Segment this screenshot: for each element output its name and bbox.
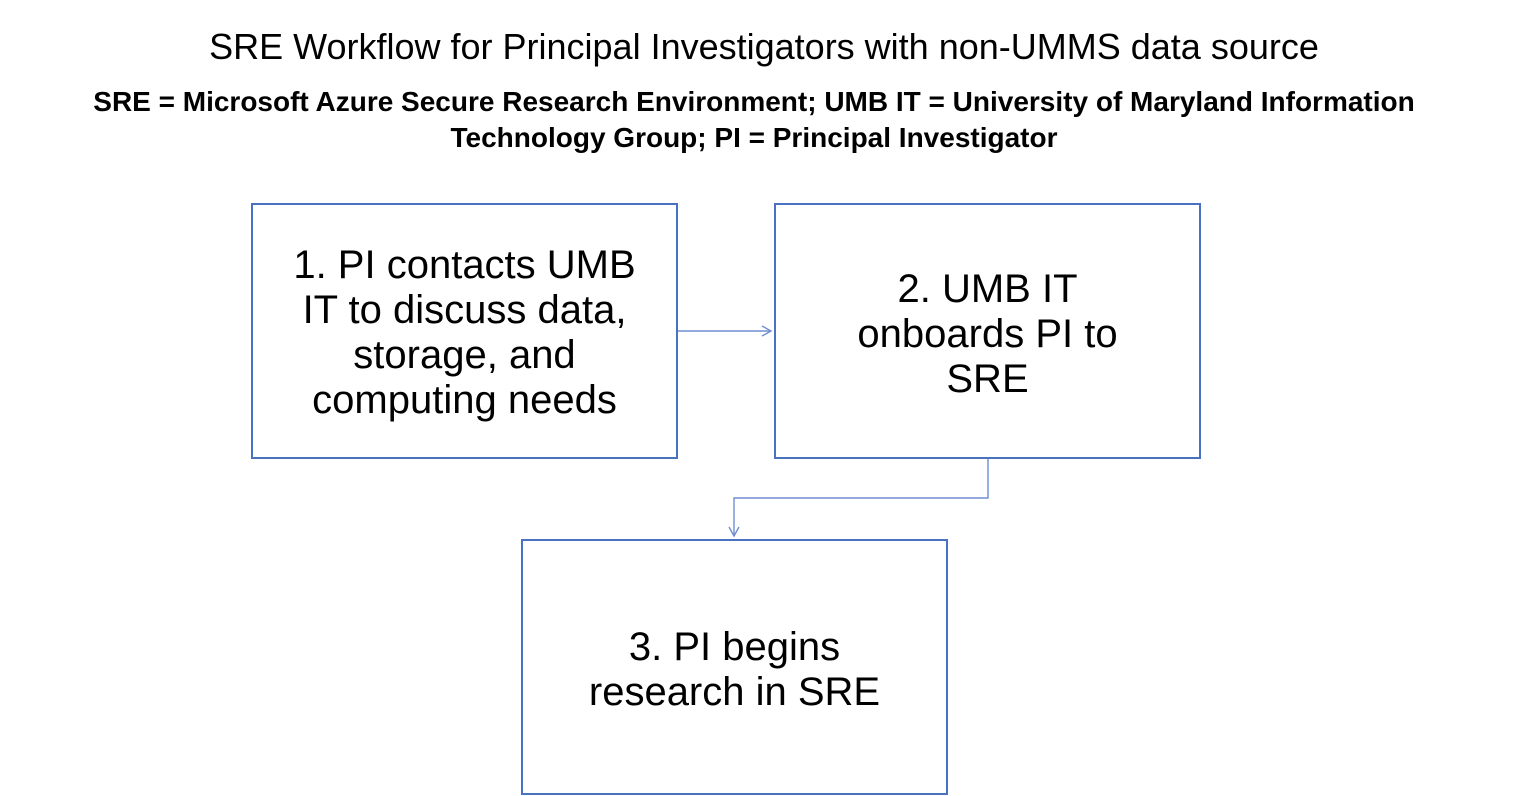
step-3-line: 3. PI begins xyxy=(628,625,841,669)
arrow-step2-to-step3 xyxy=(728,459,989,538)
step-2-text: 2. UMB IT onboards PI to SRE xyxy=(857,267,1117,402)
subtitle-line-2: Technology Group; PI = Principal Investi… xyxy=(450,122,1058,153)
step-2-line: SRE xyxy=(946,357,1029,401)
step-3-text: 3. PI begins research in SRE xyxy=(589,625,880,715)
step-3-line: research in SRE xyxy=(588,670,881,714)
step-1-line: computing needs xyxy=(312,378,617,422)
diagram-subtitle: SRE = Microsoft Azure Secure Research En… xyxy=(0,84,1508,156)
step-2-box: 2. UMB IT onboards PI to SRE xyxy=(774,203,1201,459)
subtitle-line-1: SRE = Microsoft Azure Secure Research En… xyxy=(93,86,1415,117)
step-1-line: storage, and xyxy=(353,333,576,377)
step-1-line: 1. PI contacts UMB xyxy=(293,243,636,287)
step-2-line: onboards PI to xyxy=(857,312,1118,356)
step-1-line: IT to discuss data, xyxy=(302,288,627,332)
step-3-box: 3. PI begins research in SRE xyxy=(521,539,948,795)
step-1-box: 1. PI contacts UMB IT to discuss data, s… xyxy=(251,203,678,459)
diagram-title: SRE Workflow for Principal Investigators… xyxy=(209,26,1319,67)
step-2-line: 2. UMB IT xyxy=(897,267,1078,311)
step-1-text: 1. PI contacts UMB IT to discuss data, s… xyxy=(293,243,635,423)
